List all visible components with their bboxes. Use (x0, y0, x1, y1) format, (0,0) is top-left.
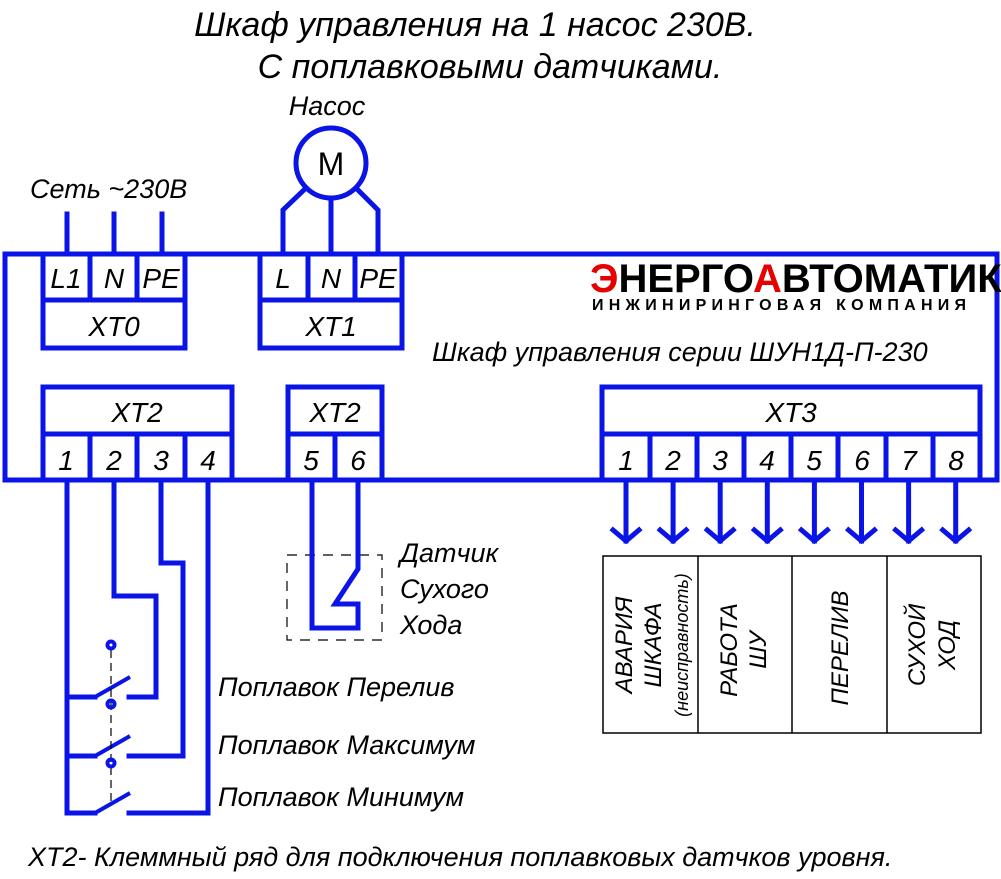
terminal-5: 5 (303, 445, 319, 476)
logo-energo: НЕРГО (618, 257, 753, 301)
logo-a: А (753, 257, 782, 301)
arrow-down-icon (750, 479, 784, 545)
terminal-1: 1 (58, 445, 74, 476)
output-run-line2: ШУ (745, 629, 772, 669)
output-overflow: ПЕРЕЛИВ (827, 590, 854, 705)
terminal-l1: L1 (50, 263, 81, 294)
float-overflow-label: Поплавок Перелив (218, 672, 455, 702)
terminal-3: 3 (153, 445, 169, 476)
output-alarm-line3: (неисправность) (672, 573, 692, 717)
float-min-label: Поплавок Минимум (218, 782, 464, 812)
xt1-label: XT1 (304, 311, 356, 342)
output-alarm-line2: ШКАФА (640, 603, 667, 688)
float-switch-min-icon (94, 791, 131, 815)
terminal-4: 4 (200, 445, 216, 476)
terminal-n: N (104, 263, 125, 294)
terminal-block-xt2-floats: XT2 1 2 3 4 (40, 384, 235, 483)
motor-symbol: M (318, 146, 345, 182)
terminal-2: 2 (664, 445, 681, 476)
float-switch-max-icon (94, 734, 131, 758)
mains-label: Сеть ~230В (30, 174, 187, 204)
terminal-2: 2 (105, 445, 122, 476)
terminal-7: 7 (901, 445, 918, 476)
pump-label: Насос (289, 91, 366, 121)
company-logo: ЭНЕРГОАВТОМАТИК ИНЖИНИРИНГОВАЯ КОМПАНИЯ (590, 257, 1001, 314)
logo-text: ЭНЕРГОАВТОМАТИК (590, 257, 1001, 301)
arrow-down-icon (939, 479, 973, 545)
terminal-l: L (275, 263, 291, 294)
float-max-label: Поплавок Максимум (218, 730, 475, 760)
arrow-down-icon (609, 479, 643, 545)
dry-sensor-line3: Хода (399, 610, 462, 640)
logo-subtitle: ИНЖИНИРИНГОВАЯ КОМПАНИЯ (592, 297, 968, 314)
title-line-1: Шкаф управления на 1 насос 230В. (194, 6, 756, 44)
arrow-down-icon (703, 479, 737, 545)
pump-wires (280, 184, 381, 256)
terminal-3: 3 (712, 445, 728, 476)
mains-wires (64, 211, 165, 256)
output-dry-line1: СУХОЙ (903, 603, 931, 686)
terminal-n: N (321, 263, 342, 294)
terminal-6: 6 (350, 445, 366, 476)
terminal-8: 8 (948, 445, 964, 476)
xt2-label: XT2 (110, 397, 163, 428)
terminal-pe: PE (359, 263, 397, 294)
title-line-2: С поплавковыми датчиками. (258, 48, 723, 86)
terminal-pe: PE (142, 263, 180, 294)
xt2-label: XT2 (308, 397, 361, 428)
arrow-down-icon (656, 479, 690, 545)
arrow-down-icon (844, 479, 879, 545)
output-alarm-line1: АВАРИЯ (611, 596, 638, 695)
output-arrows (609, 479, 973, 545)
terminal-block-xt2-dry: XT2 5 6 (285, 384, 385, 483)
float-switch-wiring (64, 477, 211, 816)
terminal-block-xt1: L N PE XT1 (257, 251, 405, 351)
logo-avtomatik: ВТОМАТИК (782, 257, 1001, 301)
footnote: XT2- Клеммный ряд для подключения поплав… (27, 842, 892, 872)
terminal-1: 1 (618, 445, 634, 476)
dry-sensor-line2: Сухого (400, 574, 489, 604)
arrow-down-icon (797, 479, 831, 545)
terminal-block-xt0: L1 N PE XT0 (40, 251, 188, 351)
output-run-line1: РАБОТА (716, 603, 743, 697)
xt0-label: XT0 (87, 311, 140, 342)
terminal-block-xt3: XT3 1 2 3 4 5 6 7 8 (599, 384, 983, 483)
terminal-5: 5 (806, 445, 822, 476)
terminal-6: 6 (854, 445, 870, 476)
logo-e: Э (590, 257, 618, 301)
output-signals-box: АВАРИЯ ШКАФА (неисправность) РАБОТА ШУ П… (602, 555, 982, 734)
dry-run-sensor-icon (286, 477, 383, 641)
terminal-4: 4 (759, 445, 775, 476)
cabinet-label: Шкаф управления серии ШУН1Д-П-230 (432, 337, 928, 367)
output-dry-line2: ХОД (934, 620, 961, 671)
float-switch-overflow-icon (94, 675, 131, 699)
arrow-down-icon (892, 479, 926, 545)
xt3-label: XT3 (764, 397, 817, 428)
dry-sensor-line1: Датчик (397, 538, 500, 568)
